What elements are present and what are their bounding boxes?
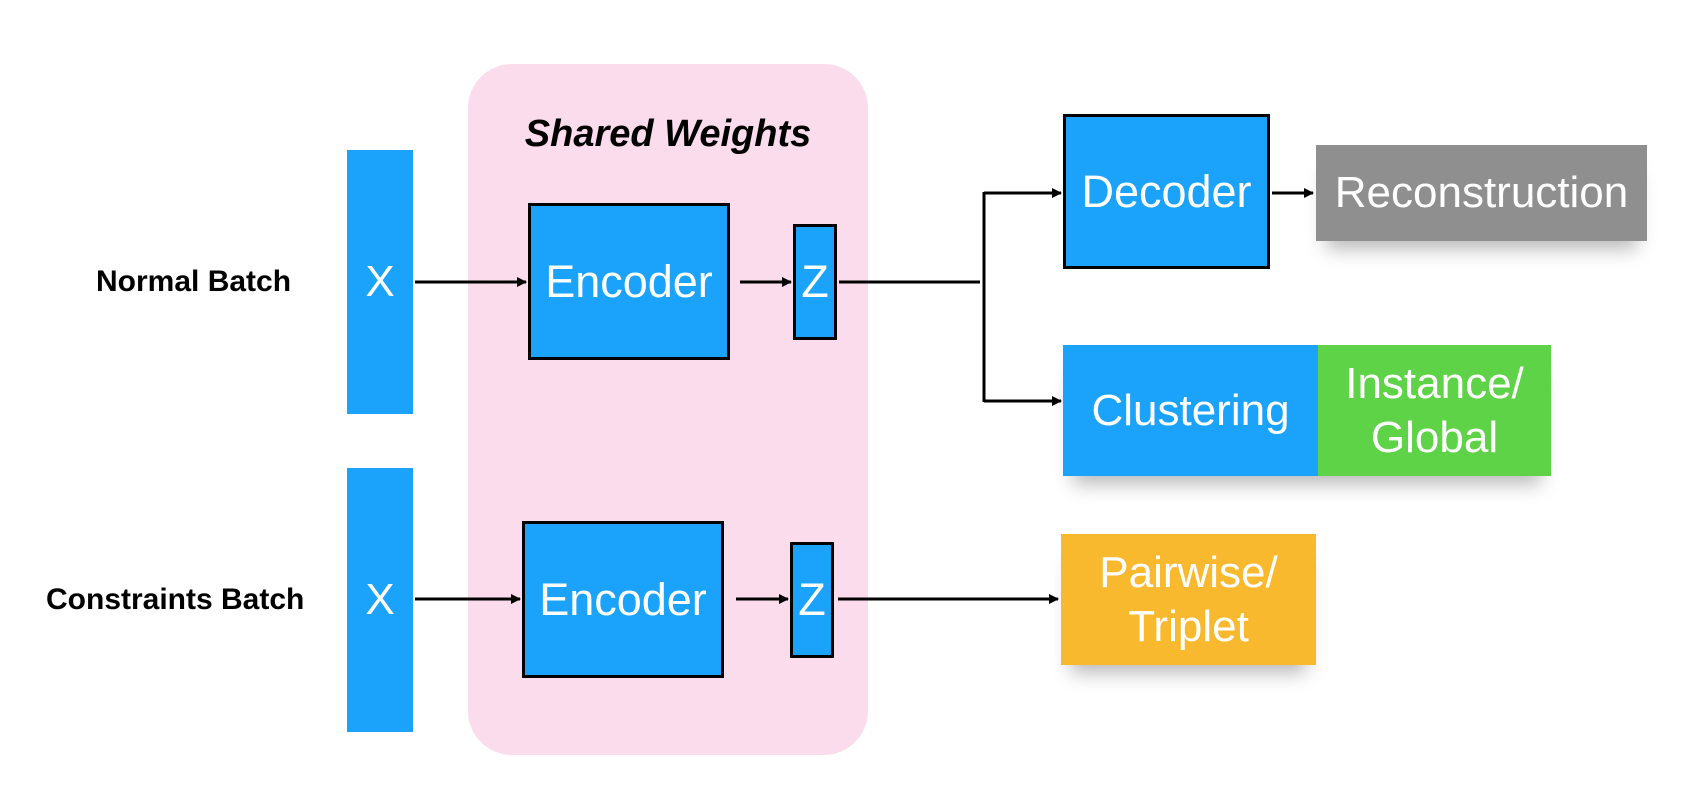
- clustering-box: Clustering: [1063, 345, 1318, 476]
- shared-weights-title: Shared Weights: [524, 113, 812, 155]
- normal-batch-label: Normal Batch: [96, 265, 292, 298]
- normal-latent-z: Z: [793, 224, 837, 340]
- constraints-latent-z: Z: [790, 542, 834, 658]
- constraints-input-x: X: [347, 468, 413, 732]
- instance-global-loss: Instance/ Global: [1318, 345, 1551, 476]
- normal-encoder: Encoder: [528, 203, 730, 360]
- pairwise-triplet-text: Pairwise/ Triplet: [1099, 547, 1278, 651]
- constraints-batch-label: Constraints Batch: [46, 583, 305, 616]
- reconstruction-loss: Reconstruction: [1316, 145, 1647, 241]
- normal-input-x: X: [347, 150, 413, 414]
- pairwise-triplet-loss: Pairwise/ Triplet: [1061, 534, 1316, 665]
- decoder-box: Decoder: [1063, 114, 1270, 269]
- constraints-encoder: Encoder: [522, 521, 724, 678]
- instance-global-text: Instance/ Global: [1345, 358, 1524, 462]
